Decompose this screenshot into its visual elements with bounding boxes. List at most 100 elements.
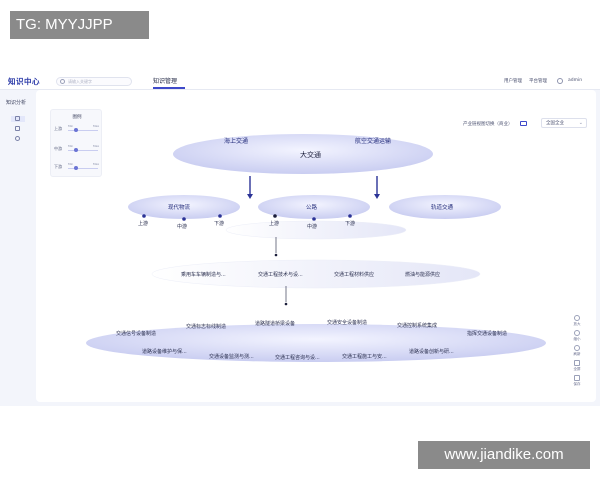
refresh-label: 刷新 (573, 352, 581, 356)
industry-chain-diagram (86, 134, 546, 362)
bubble-transport[interactable] (173, 134, 433, 174)
save-button[interactable]: 保存 (568, 375, 586, 387)
dot-logistics-down (218, 214, 222, 218)
node-logistics[interactable]: 现代物流 (168, 205, 191, 211)
legend-row-label: 上游 (54, 126, 62, 131)
dot-highway-down (348, 214, 352, 218)
user-icon (557, 78, 563, 84)
sidebar-item-graph[interactable] (11, 116, 25, 122)
node-air-transport[interactable]: 航空交通运输 (355, 138, 392, 145)
legend-row-label: 下游 (54, 164, 62, 169)
legend-bar (68, 168, 98, 169)
tab-knowledge-management[interactable]: 知识管理 (153, 78, 178, 85)
stage-highway-up[interactable]: 上游 (269, 221, 280, 227)
node-l4-4[interactable]: 交通安全设备制造 (327, 320, 368, 326)
watermark-top-left: TG: MYYJJPP (10, 11, 149, 39)
tool-column: 放大 缩小 刷新 全屏 保存 (568, 315, 586, 389)
user-menu[interactable]: admin (568, 78, 583, 83)
view-switch-toggle[interactable] (520, 121, 527, 126)
zoom-out-button[interactable]: 缩小 (568, 330, 586, 342)
node-l4-2[interactable]: 交通标志标线制造 (186, 324, 227, 330)
user-management-link[interactable]: 用户管理 (504, 79, 522, 84)
legend-row-min: Min (68, 162, 74, 166)
dot-highway-mid (312, 217, 316, 221)
fullscreen-button[interactable]: 全屏 (568, 360, 586, 372)
legend-row-max: Max (93, 162, 100, 166)
stage-logistics-mid[interactable]: 中游 (177, 224, 188, 230)
node-l4-8[interactable]: 交通设备监测与测... (209, 354, 254, 360)
save-icon (574, 375, 580, 381)
node-l4-11[interactable]: 道路设备创新与研... (409, 349, 454, 355)
zoom-in-label: 放大 (573, 322, 581, 326)
sidebar-item-settings[interactable] (11, 136, 25, 142)
stage-logistics-up[interactable]: 上游 (138, 221, 149, 227)
zoom-in-button[interactable]: 放大 (568, 315, 586, 327)
dot-logistics-mid (182, 217, 186, 221)
legend-row: 中游 Min Max (54, 144, 100, 154)
arrow-left-head (247, 194, 253, 199)
zoom-out-icon (574, 330, 580, 336)
refresh-button[interactable]: 刷新 (568, 345, 586, 357)
node-l4-3[interactable]: 道路隧道桥梁设备 (255, 321, 296, 327)
region-select[interactable]: 全国全业⌄ (541, 118, 587, 128)
node-rail[interactable]: 轨道交通 (431, 205, 454, 211)
legend-bar (68, 150, 98, 151)
watermark-bottom-right: www.jiandike.com (418, 441, 590, 469)
legend-row-min: Min (68, 144, 74, 148)
node-highway[interactable]: 公路 (306, 205, 318, 211)
connector-2-dot (284, 302, 288, 306)
main-panel: 海上交通 航空交通运输 大交通 现代物流 公路 轨道交通 上游 中游 下游 上游… (36, 90, 596, 402)
bubble-highway[interactable] (258, 195, 370, 219)
search-placeholder: 请输入关键字 (68, 79, 92, 84)
graph-icon (15, 116, 20, 121)
legend-title: 图例 (72, 115, 82, 120)
node-transport[interactable]: 大交通 (300, 151, 321, 159)
legend-row-max: Max (93, 144, 100, 148)
node-l4-7[interactable]: 道路设备维护与保... (142, 349, 187, 355)
top-bar: 知识中心 请输入关键字 知识管理 用户管理 平台管理 admin (0, 73, 600, 90)
connector-1-dot (274, 253, 278, 257)
arrow-right-head (374, 194, 380, 199)
node-l3-2[interactable]: 交通工程技术与设... (258, 272, 303, 278)
bubble-level4[interactable] (86, 324, 546, 362)
node-l3-3[interactable]: 交通工程材料供应 (334, 272, 375, 278)
region-select-value: 全国全业 (546, 121, 564, 126)
legend-dot (74, 128, 78, 132)
node-l3-4[interactable]: 燃油与能源供应 (405, 272, 441, 278)
node-l4-6[interactable]: 指挥交通设备制造 (467, 331, 508, 337)
app-window: 知识中心 请输入关键字 知识管理 用户管理 平台管理 admin 知识分析 (0, 73, 600, 406)
stage-highway-down[interactable]: 下游 (345, 221, 356, 227)
dot-logistics-up (142, 214, 146, 218)
active-tab-indicator (153, 87, 185, 89)
save-label: 保存 (573, 382, 581, 386)
bubble-logistics[interactable] (128, 195, 240, 219)
node-sea-transport[interactable]: 海上交通 (224, 138, 249, 145)
zoom-out-label: 缩小 (573, 337, 581, 341)
fullscreen-label: 全屏 (573, 367, 581, 371)
search-icon (60, 79, 65, 84)
legend-dot (74, 166, 78, 170)
legend-panel: 图例 上游 Min Max 中游 Min Max 下游 Min (50, 109, 102, 177)
sidebar-title: 知识分析 (6, 100, 27, 106)
ring-level3 (151, 259, 481, 289)
legend-row: 下游 Min Max (54, 162, 100, 172)
stage-logistics-down[interactable]: 下游 (214, 221, 225, 227)
search-input[interactable]: 请输入关键字 (56, 77, 132, 86)
stage-highway-mid[interactable]: 中游 (307, 224, 318, 230)
node-l4-1[interactable]: 交通信号设备制造 (116, 331, 157, 337)
node-l4-9[interactable]: 交通工程咨询与设... (275, 355, 320, 361)
list-icon (15, 126, 20, 131)
refresh-icon (574, 345, 580, 351)
node-l4-5[interactable]: 交通控制系统集成 (397, 323, 438, 329)
legend-bar (68, 130, 98, 131)
legend-row-max: Max (93, 124, 100, 128)
platform-management-link[interactable]: 平台管理 (529, 79, 547, 84)
dot-highway-up (273, 214, 277, 218)
node-l4-10[interactable]: 交通工程施工与安... (342, 354, 387, 360)
node-l3-1[interactable]: 乘用车车辆制造与... (181, 272, 226, 278)
bubble-rail[interactable] (389, 195, 501, 219)
legend-row-label: 中游 (54, 146, 62, 151)
sidebar-item-list[interactable] (11, 126, 25, 132)
legend-row: 上游 Min Max (54, 124, 100, 134)
